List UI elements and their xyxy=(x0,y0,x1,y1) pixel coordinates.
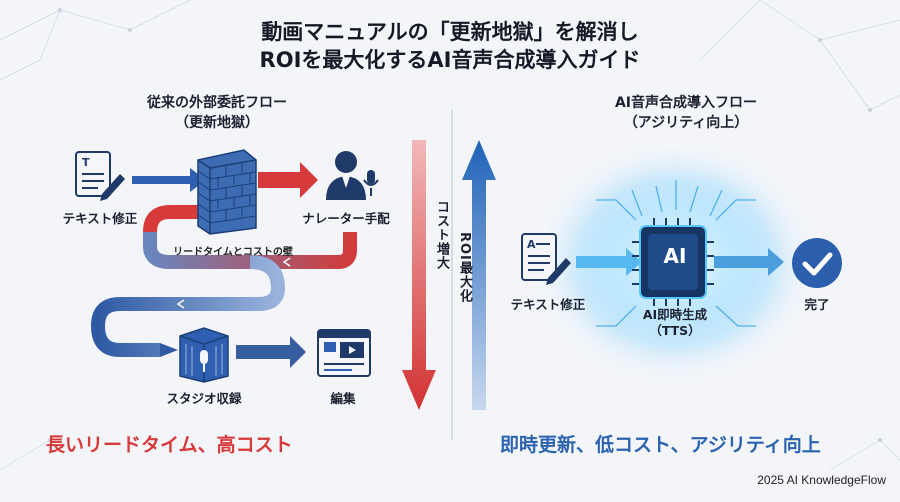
ai-chip-icon xyxy=(632,218,714,306)
flow-band-top-loop xyxy=(143,205,200,233)
cost-increase-arrow xyxy=(402,140,436,410)
step-text-edit-label: テキスト修正 xyxy=(62,211,138,226)
right-heading-line1: AI音声合成導入フロー xyxy=(614,95,758,111)
step-studio-label: スタジオ収録 xyxy=(166,391,242,406)
step-narrator-label: ナレーター手配 xyxy=(302,211,390,226)
brick-wall-icon xyxy=(197,149,257,235)
ai-summary: 即時更新、低コスト、アジリティ向上 xyxy=(500,434,821,456)
arrow-to-studio xyxy=(160,343,178,357)
ai-step-text-edit-label: テキスト修正 xyxy=(510,297,586,312)
cost-wall-label: リードタイムとコストの壁 xyxy=(173,247,293,258)
right-heading-line2: （アジリティ向上） xyxy=(623,115,749,131)
arrow-text-to-ai xyxy=(576,248,642,276)
recording-studio-icon xyxy=(179,327,229,383)
step-done-label: 完了 xyxy=(804,297,830,312)
ai-chip-text: AI xyxy=(663,244,687,268)
narrator-icon xyxy=(326,151,379,200)
ai-generation-label-line1: AI即時生成 xyxy=(642,307,708,322)
svg-text:A: A xyxy=(527,238,536,251)
roi-maximize-arrow xyxy=(462,140,496,410)
video-editor-icon xyxy=(317,329,371,377)
flow-band-lower xyxy=(90,255,286,357)
legacy-flow-diagram xyxy=(90,162,357,368)
legacy-summary: 長いリードタイム、高コスト xyxy=(46,434,293,456)
page-title-line1: 動画マニュアルの「更新地獄」を解消し xyxy=(261,20,639,44)
step-edit-label: 編集 xyxy=(330,391,356,406)
check-circle-icon xyxy=(792,238,842,288)
arrow-wall-to-narrator xyxy=(258,162,318,198)
svg-text:T: T xyxy=(82,156,90,169)
arrow-text-to-wall xyxy=(132,168,206,192)
document-edit-icon-ai: A xyxy=(521,233,571,285)
arrow-ai-to-done xyxy=(714,248,784,276)
left-heading-line2: （更新地獄） xyxy=(175,115,259,131)
document-edit-icon: T xyxy=(75,151,125,201)
cost-increase-label: コスト増大 xyxy=(434,200,449,270)
ai-generation-label-line2: （TTS） xyxy=(649,323,701,338)
roi-maximize-label: ROI最大化 xyxy=(457,232,472,303)
page-title-line2: ROIを最大化するAI音声合成導入ガイド xyxy=(259,48,641,72)
left-heading-line1: 従来の外部委託フロー xyxy=(147,95,287,111)
footer-credit: 2025 AI KnowledgeFlow xyxy=(757,473,886,487)
middle-arrows xyxy=(402,140,496,410)
ai-flow-diagram xyxy=(576,180,784,327)
arrow-studio-to-edit xyxy=(236,336,306,368)
